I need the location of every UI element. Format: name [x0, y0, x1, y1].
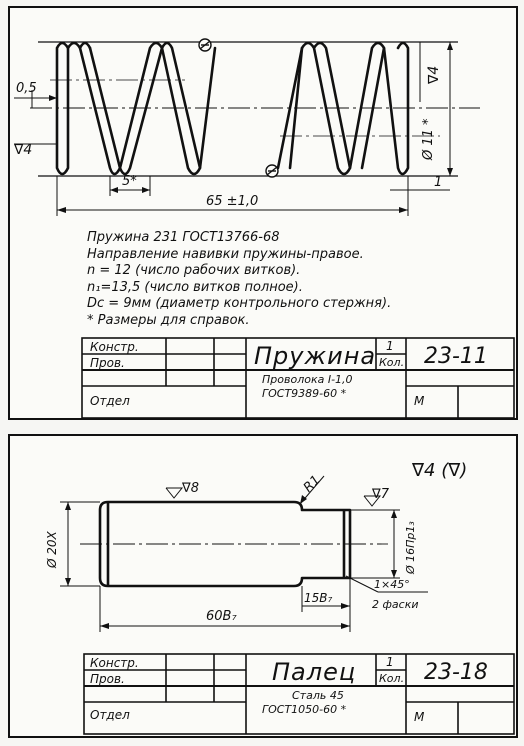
tb-part-name: Палец	[272, 658, 357, 686]
tb-scale-label: М	[414, 394, 425, 408]
note-line: Направление навивки пружины-правое.	[87, 246, 364, 262]
tb-material-line2: ГОСТ9389-60 *	[262, 387, 347, 400]
spring-arrowheads	[49, 42, 453, 213]
spring-rough-right-label: ∇4	[426, 66, 442, 85]
note-line: n = 12 (число рабочих витков).	[87, 263, 301, 278]
tb-qty: 1	[386, 655, 394, 669]
tb-material-line1: Сталь 45	[292, 689, 344, 702]
tb-drawing-number: 23-18	[424, 660, 488, 685]
note-line: * Размеры для справок.	[87, 312, 250, 328]
pin-radius-label: R1	[301, 473, 324, 496]
note-line: Пружина 231 ГОСТ13766-68	[87, 230, 280, 245]
pin-total-length-label: 60В₇	[206, 609, 237, 624]
note-line: Dc = 9мм (диаметр контрольного стержня).	[87, 296, 392, 311]
spring-diameter-label: Ø 11 *	[421, 118, 436, 161]
spring-pitch-label: 5*	[122, 174, 137, 189]
spring-drawing-sheet: 0,5 ∇4 5* 65 ±1,0 Ø 11 * ∇4 1 Пружина 23…	[8, 6, 518, 420]
spring-gap-label: 0,5	[16, 81, 37, 96]
tb-konstr-label: Констр.	[90, 340, 139, 354]
spring-coils-left	[55, 41, 217, 176]
spring-notes: Пружина 231 ГОСТ13766-68 Направление нав…	[87, 230, 391, 329]
pin-drawing-sheet: ∇4 (∇) ∇8 R1 ∇7 Ø 20X Ø 16Пр1₃ 1×45° 2 ф…	[8, 434, 518, 738]
spring-rough-left-label: ∇4	[13, 142, 32, 158]
tb-prov-label: Пров.	[90, 356, 125, 370]
spring-length-label: 65 ±1,0	[206, 194, 258, 209]
tb-otdel-label: Отдел	[90, 708, 130, 722]
pin-neck-diameter-label: Ø 16Пр1₃	[404, 521, 417, 575]
pin-rough-right-label: ∇7	[371, 487, 390, 502]
pin-arrowheads	[65, 495, 397, 629]
tb-qty-label: Кол.	[379, 356, 405, 369]
tb-qty: 1	[386, 339, 394, 353]
tb-part-name: Пружина	[254, 342, 377, 370]
pin-main-diameter-label: Ø 20X	[45, 530, 59, 569]
spring-section-circles	[198, 38, 279, 178]
tb-konstr-label: Констр.	[90, 656, 139, 670]
tb-material-line1: Проволока I-1,0	[262, 373, 353, 386]
pin-drawing: ∇4 (∇) ∇8 R1 ∇7 Ø 20X Ø 16Пр1₃ 1×45° 2 ф…	[45, 460, 515, 735]
tb-material-line2: ГОСТ1050-60 *	[262, 703, 347, 716]
spring-drawing: 0,5 ∇4 5* 65 ±1,0 Ø 11 * ∇4 1	[13, 38, 480, 216]
pin-neck-length-label: 15В₇	[304, 591, 333, 605]
tb-drawing-number: 23-11	[424, 344, 488, 369]
spring-title-block-frame	[81, 337, 515, 419]
tb-otdel-label: Отдел	[90, 394, 130, 408]
spring-end-label: 1	[434, 175, 442, 190]
pin-rough-top-label: ∇8	[181, 481, 199, 496]
pin-title-block-frame	[83, 653, 515, 735]
pin-general-roughness: ∇4 (∇)	[411, 460, 467, 481]
pin-chamfer-note: 2 фаски	[372, 598, 418, 611]
note-line: n₁=13,5 (число витков полное).	[87, 279, 303, 295]
tb-prov-label: Пров.	[90, 672, 125, 686]
tb-scale-label: М	[414, 710, 425, 724]
tb-qty-label: Кол.	[379, 672, 405, 685]
pin-chamfer-label: 1×45°	[374, 578, 410, 591]
spring-coils-right	[276, 41, 410, 176]
